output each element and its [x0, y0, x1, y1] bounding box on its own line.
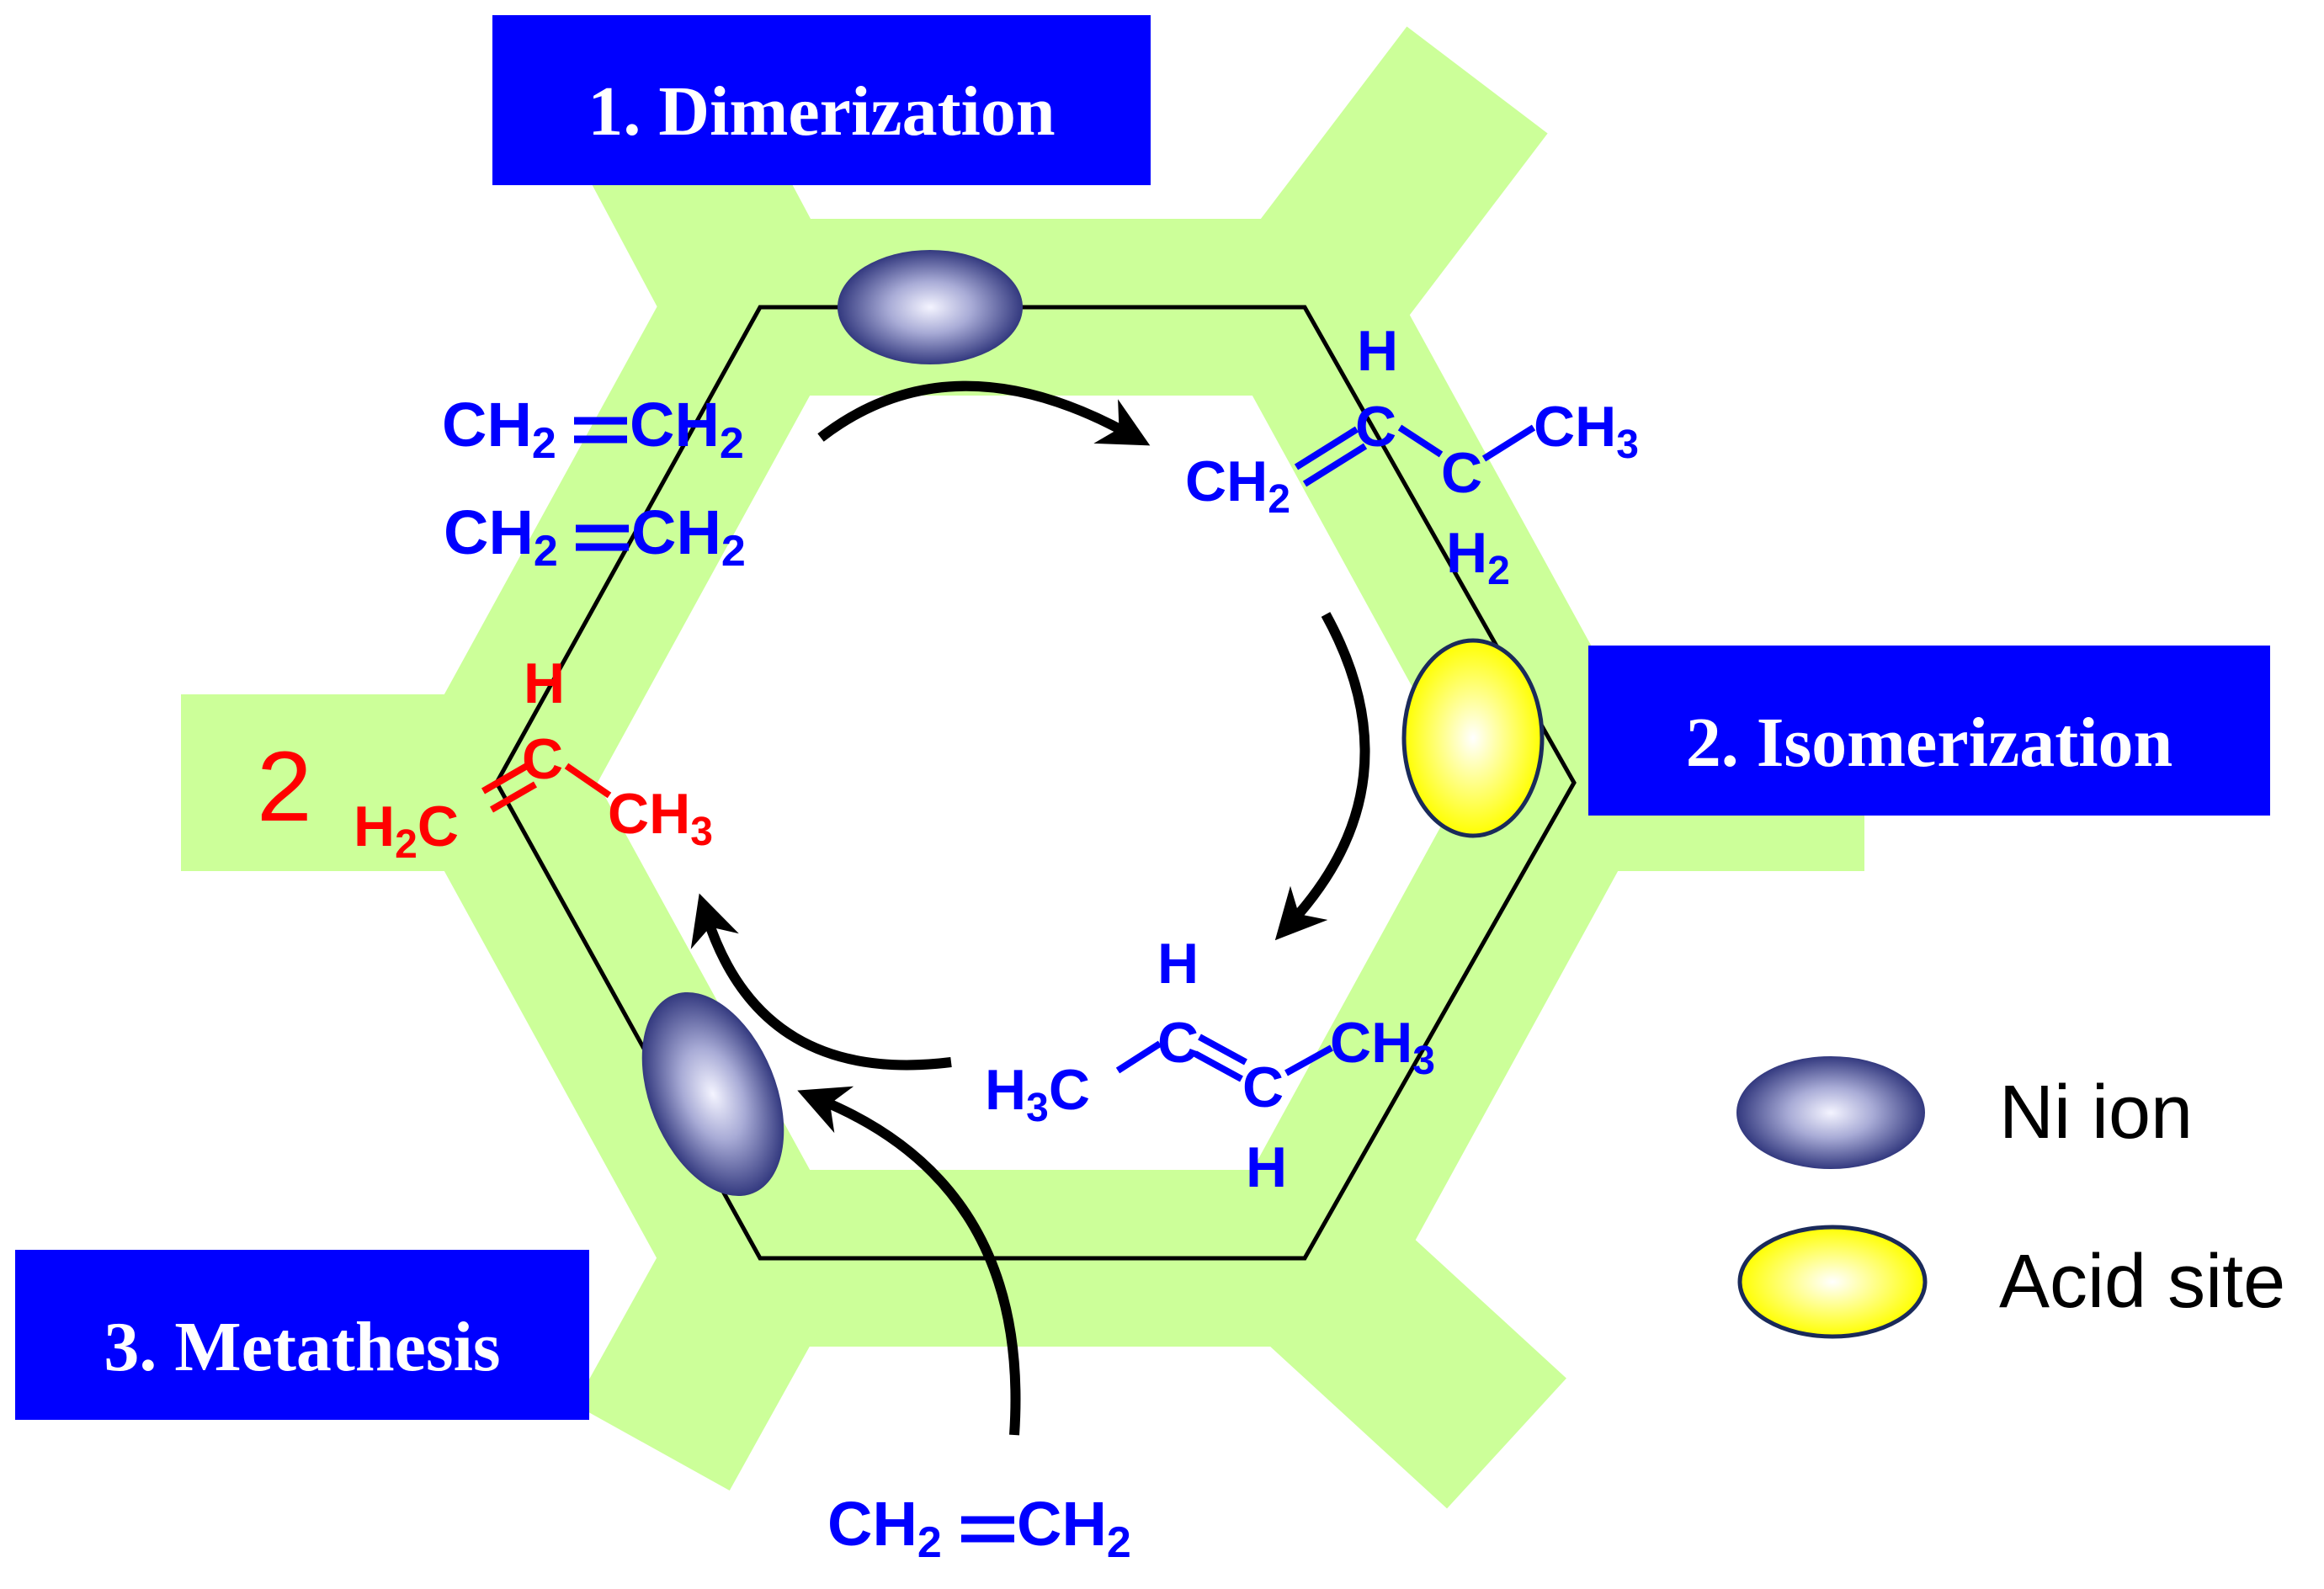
step-title-dimerization: 1. Dimerization — [588, 72, 1055, 151]
ethylene-feed-molecule: CH2 CH2 — [827, 1489, 1131, 1567]
svg-text:2: 2 — [257, 731, 312, 842]
propene-product: 2 H C H2C CH3 — [257, 651, 713, 867]
acid-site-right — [1401, 638, 1545, 838]
svg-text:CH3: CH3 — [1534, 395, 1639, 467]
svg-text:CH2: CH2 — [1185, 449, 1290, 522]
svg-text:CH3: CH3 — [1330, 1011, 1435, 1083]
reaction-arrows — [690, 380, 1370, 1436]
butene-1-molecule: H C C CH2 CH3 H2 — [1185, 319, 1639, 593]
svg-text:C: C — [1242, 1055, 1284, 1119]
ethylene-molecule-1: CH2 CH2 — [442, 390, 744, 468]
ni-ion-top — [838, 250, 1023, 364]
ni-ion-legend-icon — [1736, 1056, 1925, 1169]
legend: Ni ion Acid site — [1736, 1056, 2285, 1339]
butene-2-molecule: H C C H3C CH3 H — [985, 932, 1435, 1199]
svg-text:C: C — [1157, 1011, 1199, 1075]
arrow-dimerization — [817, 380, 1151, 446]
acid-site-legend-icon — [1737, 1225, 1928, 1339]
svg-text:CH2: CH2 — [630, 390, 744, 468]
ethylene-molecule-2: CH2 CH2 — [444, 497, 746, 576]
svg-text:CH2: CH2 — [442, 390, 556, 468]
step-box-metathesis: 3. Metathesis — [15, 1250, 589, 1420]
framework-spoke-bottom-right — [1245, 1193, 1566, 1509]
framework-spoke-bottom-left — [575, 1215, 835, 1491]
svg-text:CH2: CH2 — [444, 497, 558, 576]
step-box-dimerization: 1. Dimerization — [492, 15, 1151, 185]
svg-text:H: H — [1157, 932, 1199, 996]
step-title-metathesis: 3. Metathesis — [104, 1308, 500, 1386]
svg-text:CH3: CH3 — [608, 782, 713, 854]
svg-text:H: H — [1357, 319, 1398, 383]
legend-label-ni-ion: Ni ion — [1999, 1071, 2193, 1155]
ni-ion-bottom-left — [641, 991, 784, 1197]
framework-spoke-top-right — [1234, 26, 1548, 361]
svg-text:CH2: CH2 — [631, 497, 746, 576]
svg-text:C: C — [522, 727, 563, 791]
svg-text:H: H — [524, 651, 565, 715]
svg-text:CH2: CH2 — [827, 1489, 942, 1567]
legend-label-acid-site: Acid site — [1999, 1240, 2285, 1324]
svg-text:CH2: CH2 — [1017, 1489, 1131, 1567]
step-box-isomerization: 2. Isomerization — [1588, 646, 2270, 816]
svg-text:H3C: H3C — [985, 1058, 1090, 1130]
ethylene-pair: CH2 CH2 CH2 CH2 — [442, 390, 746, 576]
arrow-metathesis — [690, 893, 952, 1071]
svg-text:C: C — [1441, 441, 1482, 505]
svg-text:H: H — [1246, 1135, 1287, 1199]
step-title-isomerization: 2. Isomerization — [1686, 704, 2173, 782]
svg-text:H2: H2 — [1446, 521, 1510, 593]
arrow-isomerization — [1274, 612, 1370, 941]
arrow-ethylene-feed — [797, 1086, 1021, 1436]
svg-text:H2C: H2C — [354, 794, 459, 867]
